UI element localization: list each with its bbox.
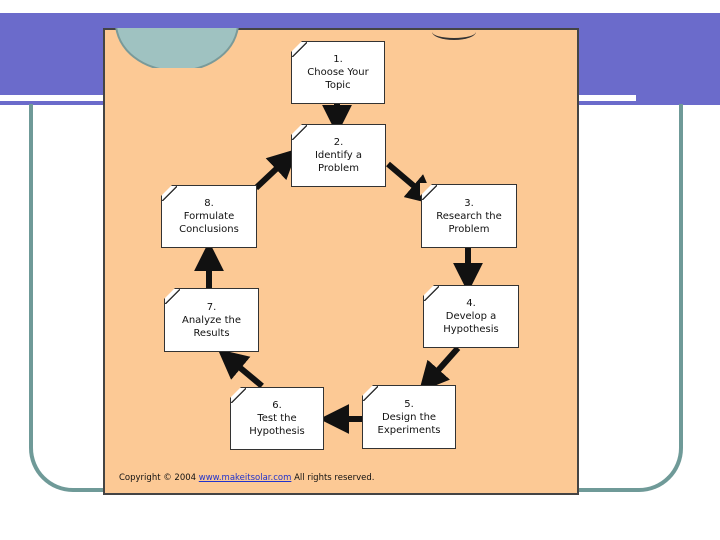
copyright-suffix: All rights reserved. (294, 473, 375, 483)
step-7-analyze-results: 7. Analyze the Results (163, 287, 259, 352)
step-label-line1: Identify a (314, 150, 363, 161)
step-label-line1: Research the (436, 210, 502, 222)
step-label-line2: Experiments (377, 424, 441, 436)
decorative-scribble (432, 24, 476, 40)
step-label-line2: Problem (318, 163, 359, 174)
step-1-choose-topic: 1. Choose Your Topic (290, 40, 385, 104)
step-4-develop-hypothesis: 4. Develop a Hypothesis (422, 284, 519, 348)
corner-illustration (115, 28, 240, 68)
step-number: 2. (333, 137, 344, 148)
step-5-design-experiments: 5. Design the Experiments (361, 384, 456, 449)
step-number: 5. (404, 398, 414, 410)
step-label-line2: Topic (325, 80, 351, 91)
step-label-line2: Hypothesis (249, 426, 305, 437)
step-8-formulate-conclusions: 8. Formulate Conclusions (160, 184, 257, 248)
step-number: 8. (204, 198, 214, 209)
copyright-prefix: Copyright © 2004 (119, 473, 197, 483)
step-number: 4. (466, 298, 476, 309)
step-label-line2: Conclusions (179, 224, 239, 235)
step-label-line1: Design the (381, 411, 437, 423)
step-2-identify-problem: 2. Identify a Problem (290, 123, 386, 187)
copyright-notice: Copyright © 2004 www.makeitsolar.com All… (119, 473, 374, 483)
step-6-test-hypothesis: 6. Test the Hypothesis (229, 386, 324, 450)
step-number: 1. (333, 54, 343, 65)
step-label-line1: Develop a (445, 311, 497, 322)
step-label-line1: Choose Your (307, 67, 369, 78)
step-label-line2: Hypothesis (443, 324, 499, 335)
step-label-line1: Formulate (183, 211, 235, 222)
step-label-line1: Test the (257, 413, 297, 424)
step-number: 7. (206, 301, 217, 313)
step-3-research-problem: 3. Research the Problem (420, 183, 517, 248)
copyright-link[interactable]: www.makeitsolar.com (198, 473, 292, 483)
step-number: 6. (272, 400, 282, 411)
step-number: 3. (464, 197, 474, 209)
step-label-line2: Problem (448, 223, 490, 235)
step-label-line1: Analyze the (182, 314, 241, 326)
step-label-line2: Results (193, 327, 230, 339)
